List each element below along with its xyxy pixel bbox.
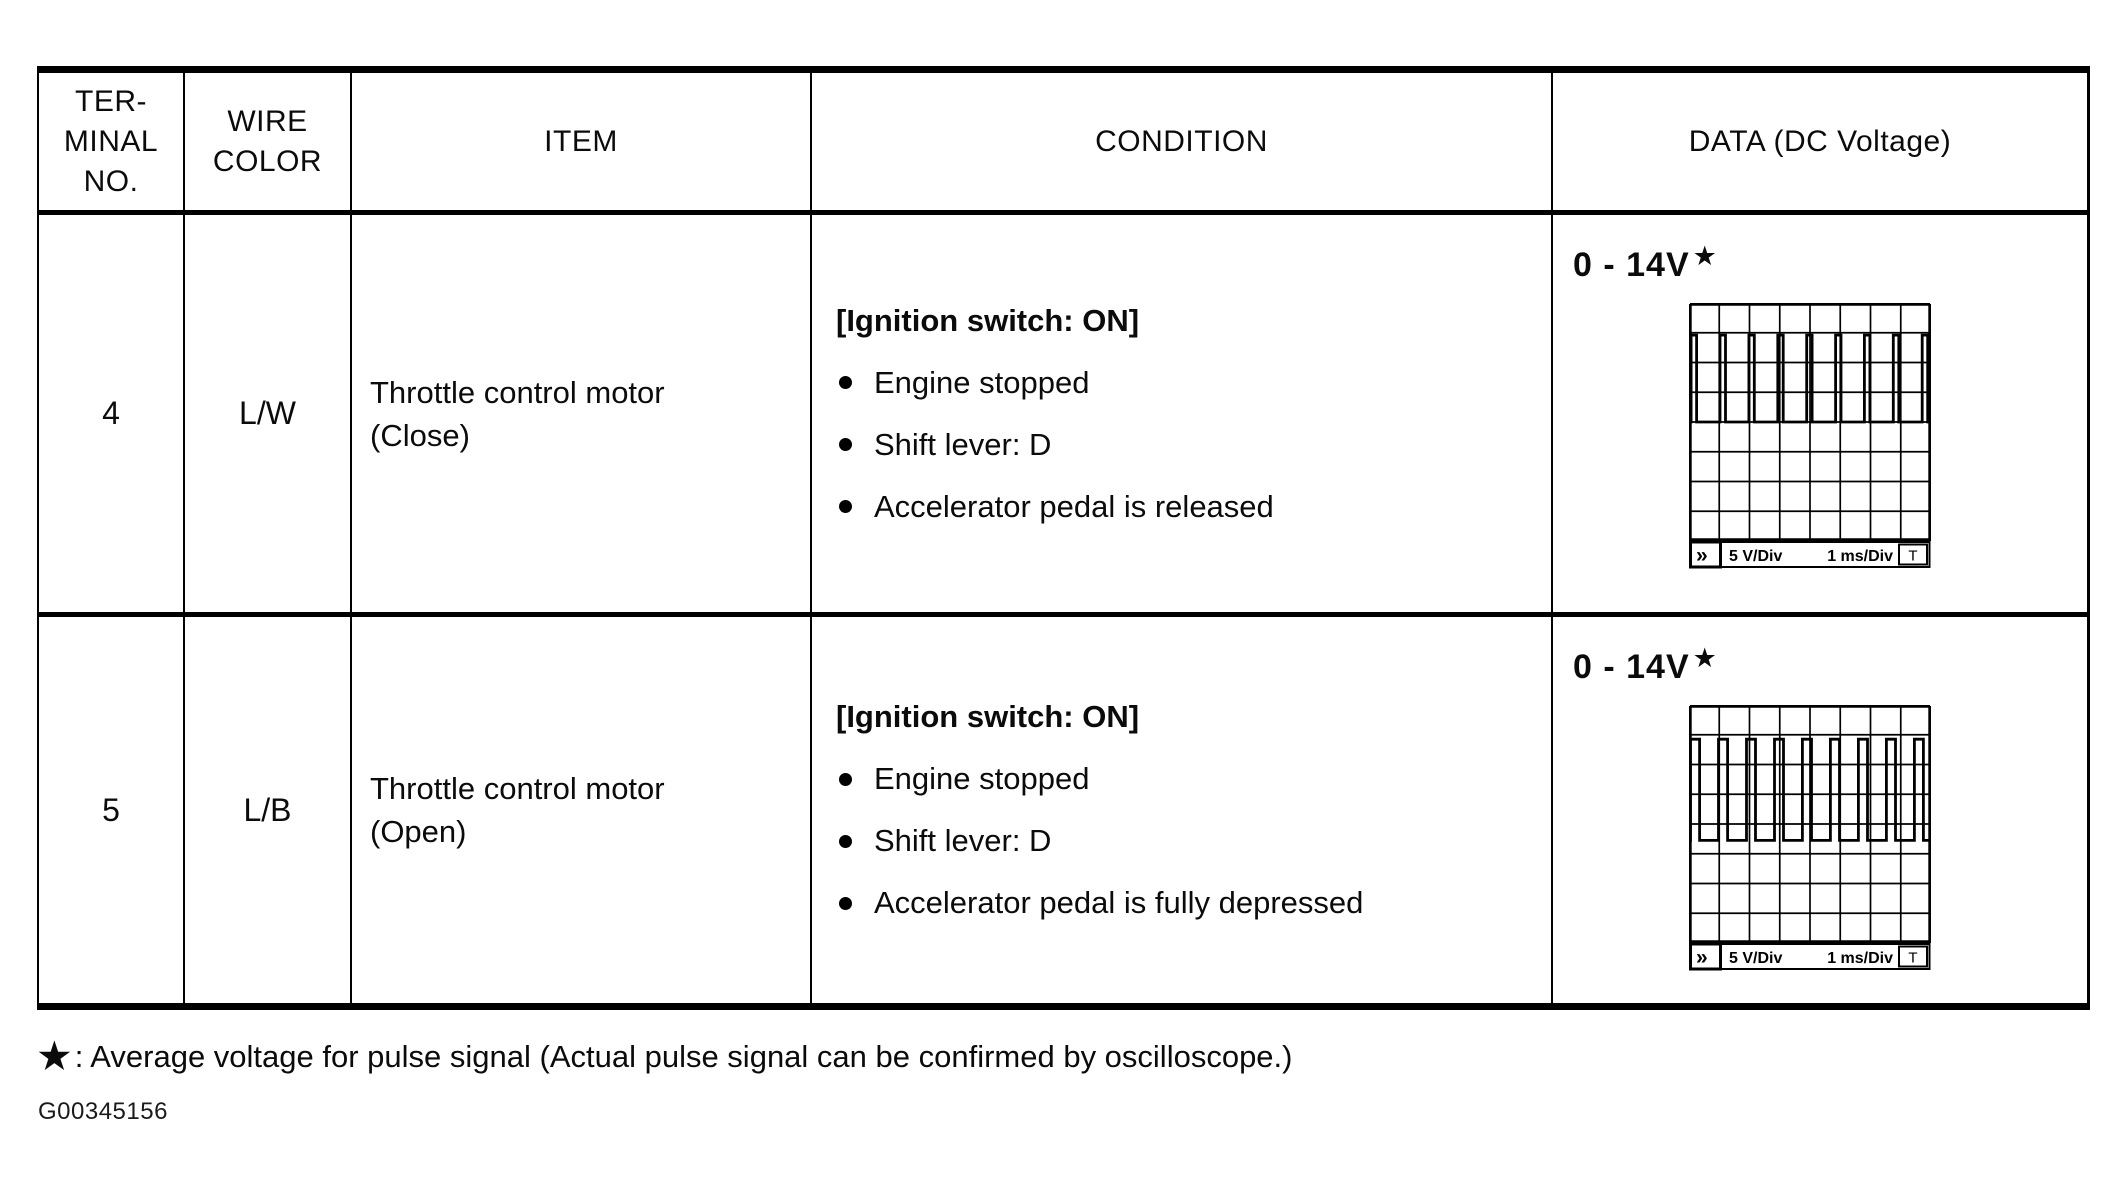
wire-color-cell-row1: L/W (185, 215, 352, 617)
svg-text:5 V/Div: 5 V/Div (1729, 548, 1782, 565)
header-terminal-line: MINAL (63, 124, 159, 158)
condition-cell-row1: [Ignition switch: ON] Engine stopped Shi… (812, 215, 1553, 617)
voltage-range-value: 0 - 14V (1573, 246, 1690, 284)
header-item-label: ITEM (544, 124, 618, 158)
condition-bullet-item: Engine stopped (836, 365, 1551, 401)
item-line: (Open) (370, 814, 467, 849)
terminal-no-value: 5 (102, 791, 120, 828)
footnote-star-icon: ★ (36, 1033, 73, 1079)
oscilloscope-row1: » 5 V/Div 1 ms/Div T (1689, 303, 1931, 569)
terminal-no-cell-row1: 4 (39, 215, 185, 617)
condition-cell-row2: [Ignition switch: ON] Engine stopped Shi… (812, 617, 1553, 1003)
header-condition-label: CONDITION (1095, 124, 1268, 158)
item-line: (Close) (370, 417, 470, 453)
header-cell-data: DATA (DC Voltage) (1553, 73, 2087, 215)
footnote-text: : Average voltage for pulse signal (Actu… (74, 1039, 1293, 1074)
figure-id: G00345156 (38, 1098, 168, 1125)
bullet-icon (839, 896, 852, 910)
bullet-icon (839, 834, 852, 848)
condition-text: Engine stopped (874, 364, 1090, 400)
header-cell-wire-color: WIRE COLOR (185, 73, 352, 215)
header-wire-line: WIRE (227, 104, 308, 138)
item-cell-row2: Throttle control motor (Open) (352, 617, 812, 1003)
header-cell-terminal-no: TER- MINAL NO. (39, 73, 185, 215)
condition-bullet-item: Accelerator pedal is fully depressed (836, 885, 1551, 921)
item-line: Throttle control motor (370, 771, 665, 806)
condition-header: [Ignition switch: ON] (836, 302, 1140, 338)
signal-data-table: TER- MINAL NO. WIRE COLOR ITEM CONDITION… (37, 66, 2090, 1010)
voltage-range-label: 0 - 14V★ (1573, 241, 2087, 285)
condition-bullet-item: Accelerator pedal is released (836, 489, 1551, 525)
bullet-icon (839, 772, 852, 786)
star-icon: ★ (1692, 241, 1718, 271)
star-icon: ★ (1692, 643, 1718, 673)
wire-color-cell-row2: L/B (185, 617, 352, 1003)
header-wire-line: COLOR (212, 144, 323, 178)
oscilloscope-row2: » 5 V/Div 1 ms/Div T (1689, 705, 1931, 971)
svg-text:»: » (1696, 544, 1708, 567)
data-cell-row1: 0 - 14V★ » 5 V/Div 1 ms/Div T (1553, 215, 2087, 617)
condition-bullet-item: Shift lever: D (836, 823, 1551, 859)
svg-text:T: T (1908, 548, 1917, 565)
footnote: ★: Average voltage for pulse signal (Act… (36, 1032, 1292, 1080)
header-terminal-line: NO. (83, 164, 139, 198)
svg-text:1 ms/Div: 1 ms/Div (1827, 950, 1893, 967)
voltage-range-value: 0 - 14V (1573, 648, 1690, 686)
header-terminal-line: TER- (75, 84, 147, 118)
condition-text: Accelerator pedal is released (874, 488, 1274, 524)
terminal-no-value: 4 (102, 395, 120, 431)
header-data-label: DATA (DC Voltage) (1688, 124, 1952, 158)
header-cell-item: ITEM (352, 73, 812, 215)
condition-text: Accelerator pedal is fully depressed (874, 885, 1364, 920)
svg-text:1 ms/Div: 1 ms/Div (1827, 548, 1893, 565)
svg-text:T: T (1908, 950, 1917, 967)
condition-bullet-item: Shift lever: D (836, 427, 1551, 463)
wire-color-value: L/W (239, 395, 296, 431)
voltage-range-label: 0 - 14V★ (1573, 643, 2087, 687)
bullet-icon (839, 438, 852, 451)
wire-color-value: L/B (243, 791, 292, 828)
header-cell-condition: CONDITION (812, 73, 1553, 215)
svg-text:»: » (1696, 946, 1708, 969)
item-cell-row1: Throttle control motor (Close) (352, 215, 812, 617)
svg-text:5 V/Div: 5 V/Div (1729, 950, 1782, 967)
bullet-icon (839, 376, 852, 389)
condition-header: [Ignition switch: ON] (836, 699, 1140, 734)
terminal-no-cell-row2: 5 (39, 617, 185, 1003)
condition-text: Engine stopped (874, 761, 1090, 796)
bullet-icon (839, 500, 852, 513)
item-line: Throttle control motor (370, 374, 665, 410)
data-cell-row2: 0 - 14V★ » 5 V/Div 1 ms/Div T (1553, 617, 2087, 1003)
condition-bullet-item: Engine stopped (836, 761, 1551, 797)
condition-text: Shift lever: D (874, 823, 1052, 858)
condition-text: Shift lever: D (874, 426, 1052, 462)
